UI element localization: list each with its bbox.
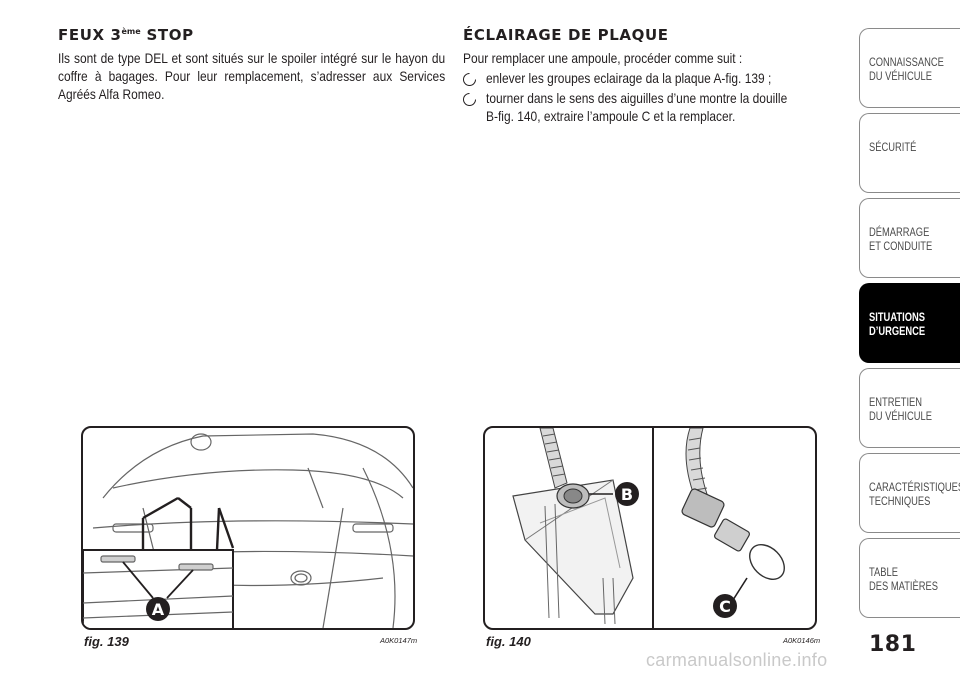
bullet-icon: [463, 93, 476, 106]
right-column: ÉCLAIRAGE DE PLAQUE Pour remplacer une a…: [463, 26, 833, 128]
tab-connaissance-vehicule[interactable]: CONNAISSANCE DU VÉHICULE: [859, 28, 960, 108]
tab-demarrage-conduite[interactable]: DÉMARRAGE ET CONDUITE: [859, 198, 960, 278]
list-item: tourner dans le sens des aiguilles d’une…: [463, 90, 833, 126]
callout-c-icon: [713, 594, 737, 618]
callout-a-icon: [146, 597, 170, 621]
figure-140-code: A0K0146m: [783, 636, 821, 645]
chapter-sidebar: CONNAISSANCE DU VÉHICULE SÉCURITÉ DÉMARR…: [859, 28, 960, 623]
plate-lighting-intro: Pour remplacer une ampoule, procéder com…: [463, 51, 743, 66]
watermark-text: carmanualsonline.info: [646, 650, 828, 670]
callout-c-label: C: [719, 597, 731, 616]
step-list: enlever les groupes eclairage da la plaq…: [463, 70, 833, 126]
left-column: FEUX 3ème STOP Ils sont de type DEL et s…: [58, 26, 446, 104]
tab-securite[interactable]: SÉCURITÉ: [859, 113, 960, 193]
tab-caracteristiques-techniques[interactable]: CARACTÉRISTIQUES TECHNIQUES: [859, 453, 960, 533]
section-title-third-stop: FEUX 3ème STOP: [58, 26, 194, 44]
tab-table-matieres[interactable]: TABLE DES MATIÈRES: [859, 538, 960, 618]
callout-b-icon: [615, 482, 639, 506]
callout-a-label: A: [152, 600, 165, 619]
figure-140-caption: fig. 140: [486, 634, 531, 649]
plate-lamp-illustration: B C: [512, 428, 785, 628]
car-rear-illustration: A: [83, 433, 413, 628]
figure-139-code: A0K0147m: [380, 636, 418, 645]
section-title-plate-lighting: ÉCLAIRAGE DE PLAQUE: [463, 26, 669, 44]
third-stop-body: Ils sont de type DEL et sont situés sur …: [58, 51, 446, 102]
tab-situations-urgence[interactable]: SITUATIONS D’URGENCE: [859, 283, 960, 363]
figure-139-caption: fig. 139: [84, 634, 129, 649]
figure-139: A: [81, 426, 415, 630]
bullet-icon: [463, 73, 476, 86]
callout-b-label: B: [621, 485, 633, 504]
tab-entretien-vehicule[interactable]: ENTRETIEN DU VÉHICULE: [859, 368, 960, 448]
list-item: enlever les groupes eclairage da la plaq…: [463, 70, 833, 88]
page-number: 181: [869, 632, 917, 657]
figure-140: B C: [483, 426, 817, 630]
